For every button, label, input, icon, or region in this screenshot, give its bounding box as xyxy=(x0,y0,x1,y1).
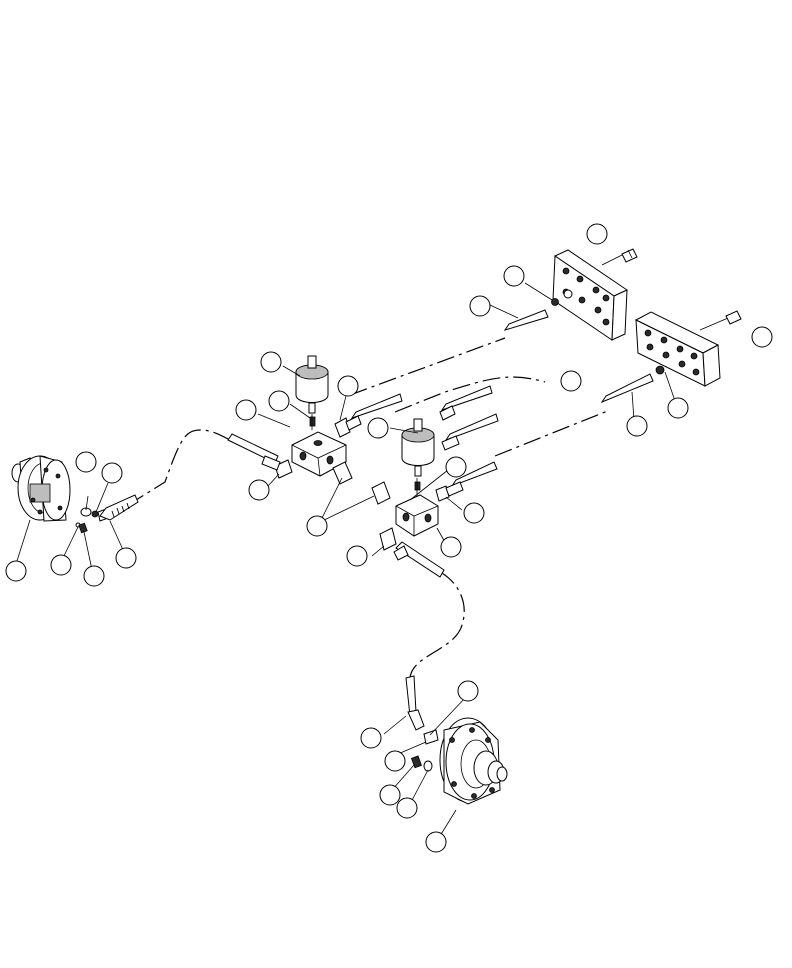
callout-bubble xyxy=(101,462,123,484)
hose-line-bracket-lower xyxy=(494,409,611,457)
shared-leaders xyxy=(319,477,375,523)
hose-end-left-block xyxy=(227,433,281,471)
callout-bubble xyxy=(115,547,137,569)
callout-bubble xyxy=(469,295,491,317)
bracket-lower xyxy=(634,310,742,387)
callout-bubble xyxy=(503,265,525,287)
callout-bubble xyxy=(396,797,418,819)
callout-bubble xyxy=(440,536,462,558)
callout-bubble xyxy=(445,456,467,478)
bulkhead-fittings xyxy=(489,282,675,421)
left-hub-assembly xyxy=(11,455,71,565)
callout-bubble xyxy=(346,545,368,567)
valve-block-left xyxy=(257,355,353,487)
hose-end-upper xyxy=(345,385,493,431)
callout-bubble xyxy=(5,560,27,582)
callout-bubble xyxy=(586,223,608,245)
callout-bubble xyxy=(560,370,582,392)
hose-line-bracket-upper xyxy=(349,337,506,396)
callout-bubble xyxy=(425,831,447,853)
callout-bubble xyxy=(248,479,270,501)
valve-block-center xyxy=(371,418,463,557)
hose-end-lower xyxy=(393,541,445,578)
callout-bubble xyxy=(667,397,689,419)
callout-bubble xyxy=(626,415,648,437)
callout-bubble xyxy=(75,451,97,473)
left-fittings xyxy=(61,482,139,571)
hose-line-right-top xyxy=(394,376,546,413)
hose-line-left xyxy=(127,429,241,506)
hose-end-center xyxy=(441,413,499,497)
callout-bubble xyxy=(463,502,485,524)
hose-lines xyxy=(127,337,611,679)
callout-bubble xyxy=(235,399,257,421)
callout-bubble xyxy=(50,554,72,576)
callouts xyxy=(5,223,773,853)
callout-bubble xyxy=(457,680,479,702)
callout-bubble xyxy=(268,390,290,412)
lower-hub-assembly xyxy=(383,675,508,837)
hose-line-lower xyxy=(409,571,465,679)
callout-bubble xyxy=(260,351,282,373)
callout-bubble xyxy=(360,727,382,749)
callout-bubble xyxy=(384,750,406,772)
callout-bubble xyxy=(306,515,328,537)
callout-bubble xyxy=(367,417,389,439)
callout-bubble xyxy=(337,375,359,397)
callout-bubble xyxy=(83,565,105,587)
callout-bubble xyxy=(379,784,401,806)
callout-bubble xyxy=(751,326,773,348)
